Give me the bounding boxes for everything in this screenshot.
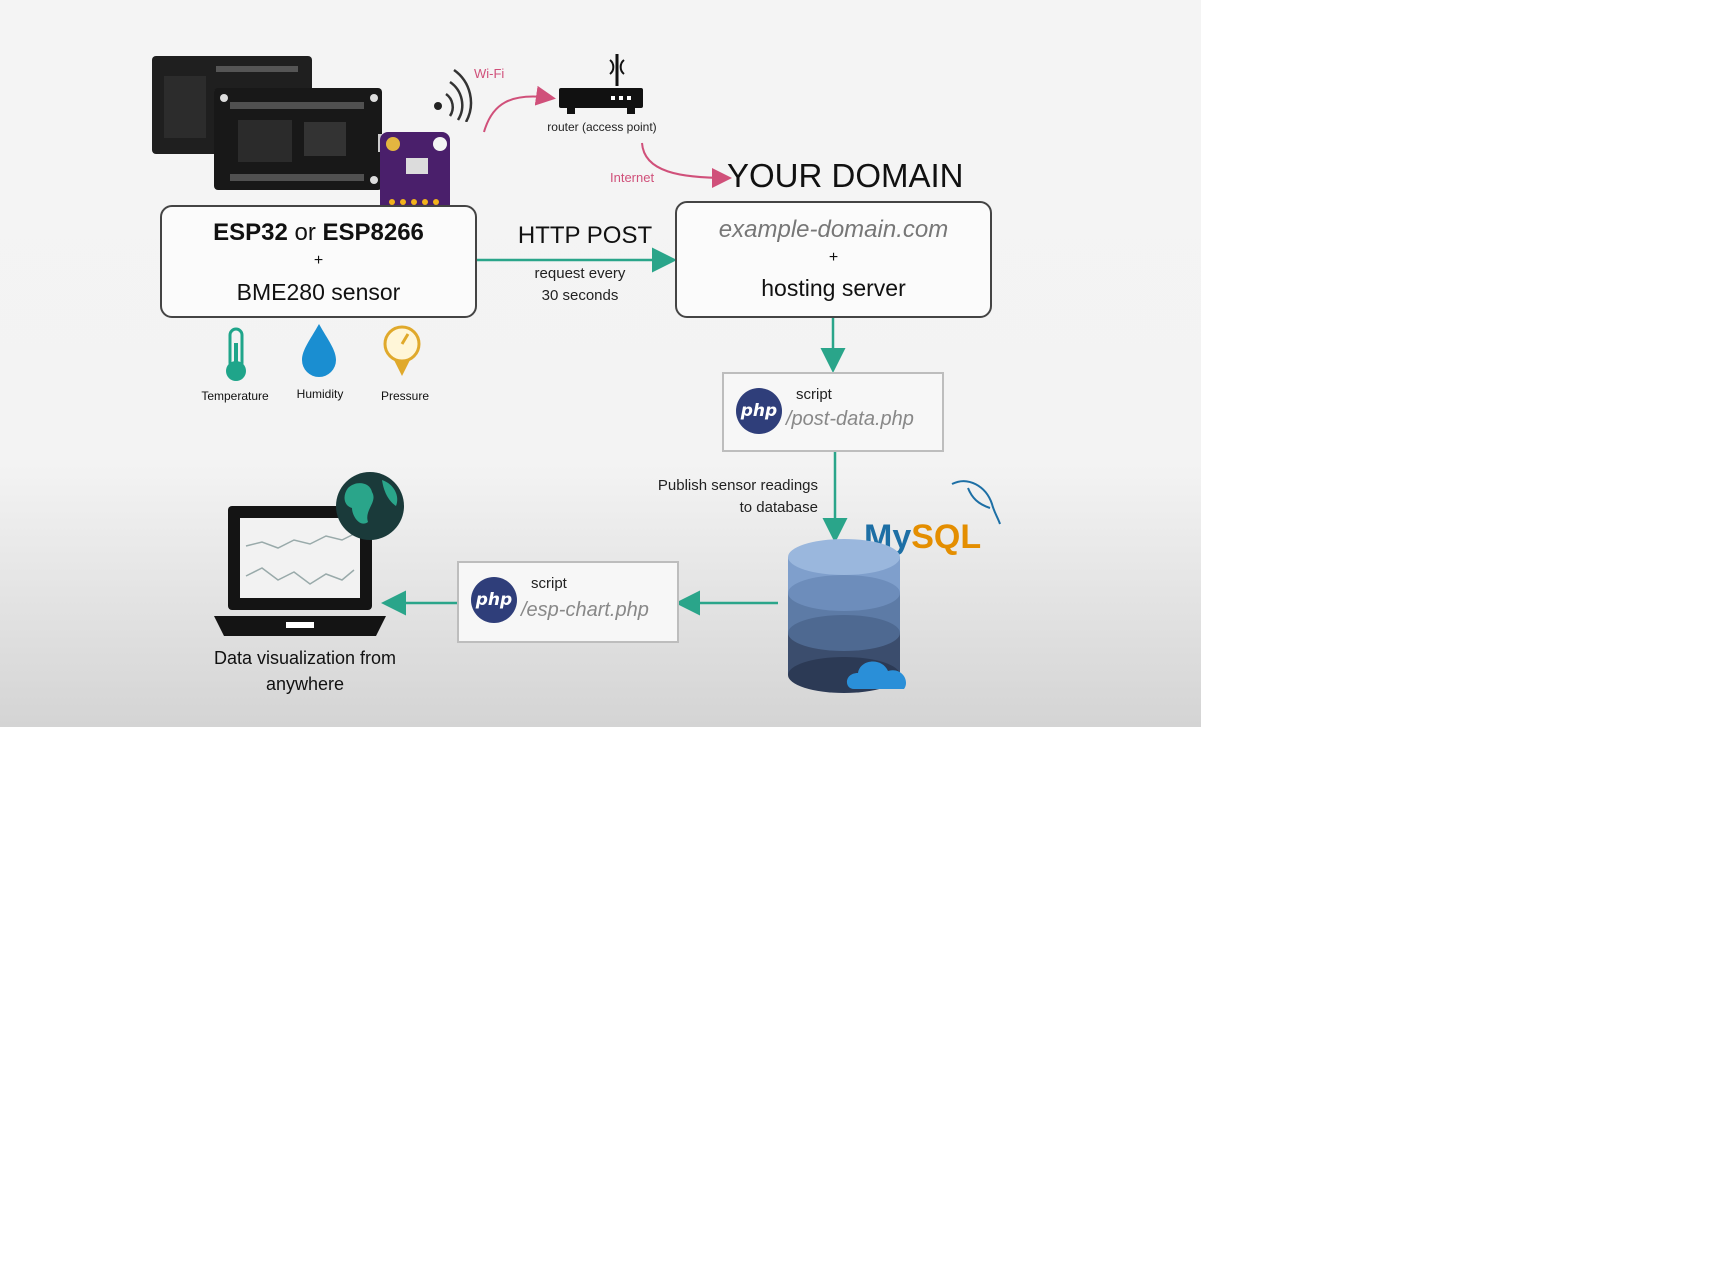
php-logo-icon: php	[736, 388, 782, 434]
mysql-dolphin-icon	[951, 480, 1001, 525]
http-post-sub2: 30 seconds	[541, 287, 619, 304]
sensor-label-temperature: Temperature	[201, 389, 269, 403]
pressure-gauge-icon	[383, 325, 421, 376]
mysql-logo: MySQL	[864, 518, 981, 557]
sensor-label-pressure: Pressure	[380, 389, 430, 403]
laptop-globe-icon	[214, 472, 404, 636]
server-box: example-domain.com + hosting server	[675, 201, 992, 318]
esp8266-label: ESP8266	[322, 219, 424, 246]
humidity-drop-icon	[302, 324, 336, 377]
server-label: hosting server	[761, 275, 906, 301]
device-title: ESP32 or ESP8266	[162, 219, 475, 247]
diagram: Wi-Fi router (access point) Internet YOU…	[0, 0, 1201, 727]
server-plus: +	[828, 249, 839, 266]
mysql-sql: SQL	[911, 518, 982, 556]
publish-line1: Publish sensor readings	[657, 477, 818, 494]
wifi-arrow	[483, 85, 556, 133]
internet-arrow	[641, 142, 732, 188]
wifi-waves-icon	[434, 68, 473, 122]
router-label: router (access point)	[547, 120, 657, 134]
device-box: ESP32 or ESP8266 + BME280 sensor	[160, 205, 477, 318]
wifi-label: Wi-Fi	[474, 66, 505, 81]
visualization-line2: anywhere	[265, 674, 345, 694]
thermometer-icon	[226, 327, 246, 381]
database-cylinder-icon	[788, 539, 907, 693]
router-icon	[559, 54, 643, 114]
publish-line2: to database	[739, 499, 818, 516]
or-label: or	[287, 219, 323, 246]
http-post-title: HTTP POST	[517, 222, 653, 249]
sensor-label: BME280 sensor	[236, 279, 401, 305]
post-data-script-box: php script /post-data.php	[722, 372, 944, 452]
php-logo-icon: php	[471, 577, 517, 623]
esp32-label: ESP32	[213, 219, 288, 246]
esp-chart-script-box: php script /esp-chart.php	[457, 561, 679, 643]
device-plus: +	[313, 252, 324, 269]
internet-label: Internet	[610, 170, 655, 185]
domain-title: YOUR DOMAIN	[727, 157, 964, 194]
script-path: /post-data.php	[786, 408, 914, 430]
script-label: script	[531, 575, 567, 592]
connector-arrows	[381, 85, 848, 616]
script-path: /esp-chart.php	[521, 599, 649, 621]
visualization-line1: Data visualization from	[213, 648, 397, 668]
sensor-label-humidity: Humidity	[296, 387, 344, 401]
http-post-sub1: request every	[534, 265, 626, 282]
script-label: script	[796, 386, 832, 403]
domain-name: example-domain.com	[718, 216, 949, 243]
esp-boards-illustration	[152, 56, 450, 214]
